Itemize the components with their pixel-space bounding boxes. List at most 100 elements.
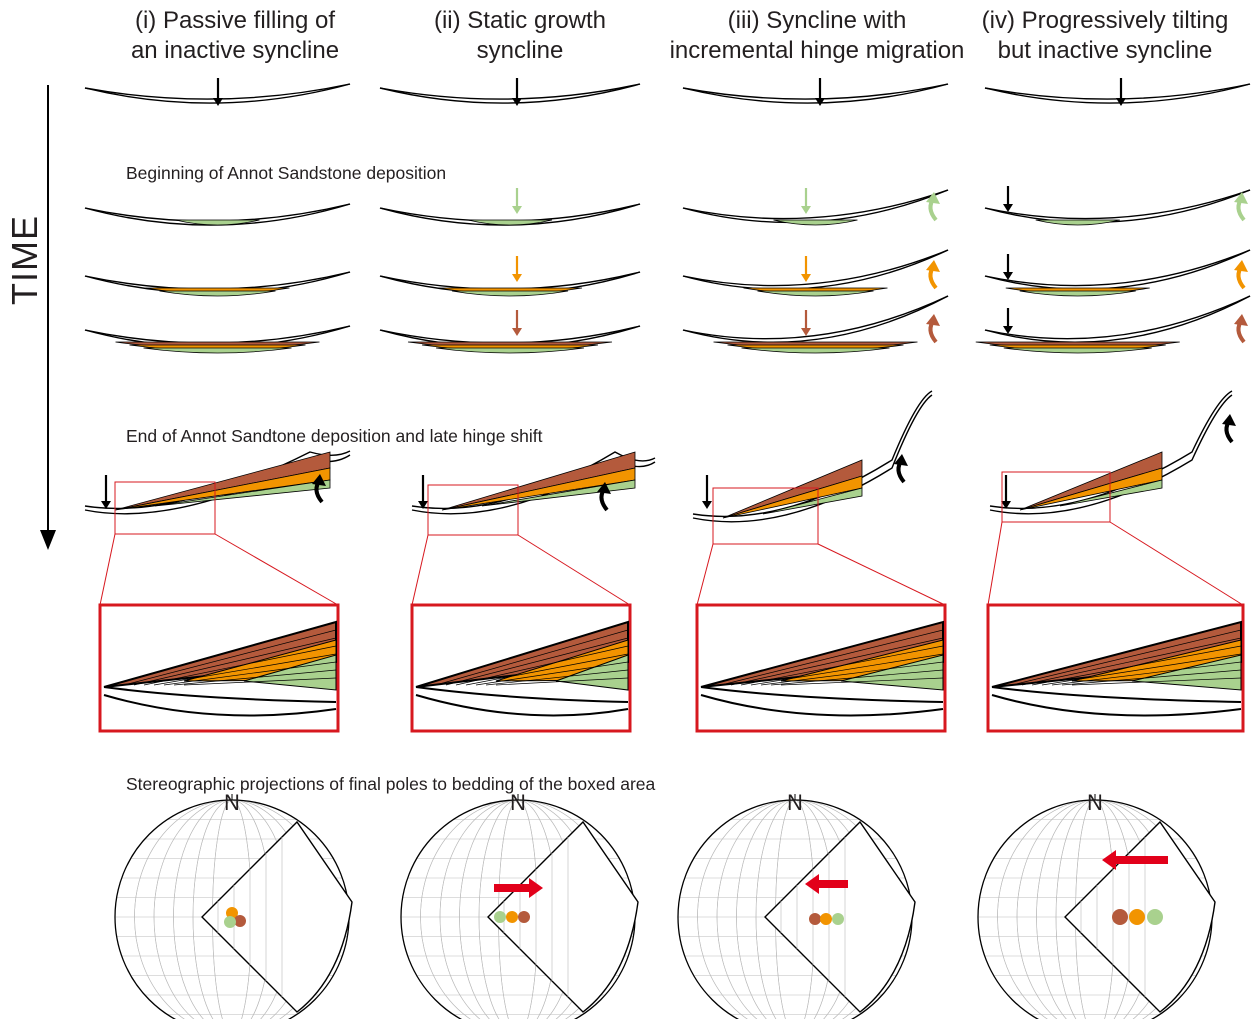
stage-3-col-3-layer-1 <box>741 347 890 354</box>
zoom-panel-1-base <box>103 686 337 703</box>
stage-3-col-4-arrow-head <box>1003 326 1013 334</box>
stereonet-panels <box>114 794 1216 1019</box>
zoom-panel-1-bed-3 <box>143 645 337 686</box>
initial-syncline-3-line-upper <box>682 83 949 100</box>
initial-syncline-2-line-lower <box>379 83 641 104</box>
stereonet-4-pole-1 <box>1112 909 1128 925</box>
stereonet-4-shift-arrow-head <box>1102 850 1116 870</box>
stage-1-col-2 <box>379 188 641 226</box>
column-title-i-line2: an inactive syncline <box>130 37 340 64</box>
stage-3-col-2 <box>379 310 641 354</box>
final-section-4-arrow-head <box>1001 501 1011 509</box>
cross-section-panels <box>84 78 1251 733</box>
stage-1-col-4-syncline-upper <box>984 189 1251 220</box>
stage-3-col-4-syncline-lower <box>984 295 1251 343</box>
stage-label-beginning: Beginning of Annot Sandstone deposition <box>126 163 447 183</box>
stereonet-2-shift-arrow-head <box>529 878 543 898</box>
zoom-panel-3-base <box>700 686 944 703</box>
stereonet-3 <box>677 794 916 1019</box>
stage-2-col-3-layer-1 <box>757 290 874 297</box>
stage-3-col-4-rotation-arrow-head <box>1234 314 1248 326</box>
zoom-panel-4-bed-5 <box>1051 661 1242 686</box>
stage-3-col-1-layer-1 <box>143 347 292 354</box>
zoom-line-right-2 <box>517 534 631 606</box>
zoom-panel-4-bed-6 <box>1061 669 1242 686</box>
zoom-line-right-1 <box>214 533 339 606</box>
stage-1-col-2-syncline-upper <box>379 203 641 222</box>
zoom-panel-4-lower-base <box>991 694 1242 717</box>
zoom-box-4 <box>1001 471 1111 523</box>
column-title-iv: (iv) Progressively tilting but inactive … <box>955 6 1255 66</box>
stage-label-stereo: Stereographic projections of final poles… <box>126 774 656 794</box>
initial-syncline-4 <box>984 78 1251 106</box>
stage-2-col-2 <box>379 256 641 297</box>
zoom-panel-2-lower-base <box>415 694 629 717</box>
final-section-3 <box>692 390 946 606</box>
stage-3-col-4-syncline-upper <box>984 295 1251 340</box>
stereonet-4-pole-3 <box>1147 909 1163 925</box>
final-section-1-arrow-head <box>101 501 111 509</box>
zoom-panel-1-bed-6 <box>173 669 337 686</box>
zoom-panel-2-base <box>415 686 629 703</box>
initial-syncline-4-line-lower <box>984 83 1251 104</box>
stage-1-col-4 <box>984 186 1251 226</box>
stage-3-col-3-syncline-lower <box>682 295 949 343</box>
zoom-line-left-2 <box>411 534 429 606</box>
stereonet-1-pole-1 <box>226 907 238 919</box>
stereonet-3-pole-1 <box>809 913 821 925</box>
subsidence-arrow-4-head <box>1116 98 1126 106</box>
stage-2-col-4-syncline-lower <box>984 249 1251 290</box>
stage-1-col-2-arrow-head <box>512 206 522 214</box>
stage-3-col-4 <box>975 295 1251 354</box>
stage-2-col-3-syncline-lower <box>682 249 949 290</box>
final-section-2-rotation-arrow-head <box>597 482 611 494</box>
zoom-box-2 <box>427 484 519 536</box>
stage-3-col-1 <box>84 325 351 354</box>
zoom-panel-4-bed-7 <box>1071 677 1242 686</box>
final-section-4-rotation-arrow-head <box>1222 414 1236 426</box>
stage-2-col-3-syncline-upper <box>682 249 949 287</box>
stage-3-col-2-arrow-head <box>512 328 522 336</box>
stage-2-col-1-layer-1 <box>159 290 276 297</box>
column-title-iii-line2: incremental hinge migration <box>669 37 965 64</box>
final-section-1-orange <box>114 467 331 511</box>
north-labels: N N N N <box>224 790 1103 815</box>
stereonet-2-wedge <box>487 820 639 1013</box>
zoom-line-left-3 <box>696 543 714 606</box>
zoom-panel-1-bed-5 <box>163 661 337 686</box>
stage-1-col-4-syncline-lower <box>984 189 1251 224</box>
stage-2-col-4-layer-1 <box>1019 290 1136 297</box>
zoom-panel-4-bed-4 <box>1041 653 1242 686</box>
stereonet-2-pole-3 <box>518 911 530 923</box>
stage-3-col-3-arrow-head <box>801 328 811 336</box>
stage-2-col-4-arrow-head <box>1003 272 1013 280</box>
stage-1-col-1-syncline-upper <box>84 203 351 222</box>
stage-2-col-2-layer-1 <box>451 290 569 297</box>
stage-3-col-1-syncline-upper <box>84 325 351 344</box>
stage-3-col-3-rotation-arrow-head <box>926 314 940 326</box>
stereonet-2 <box>400 794 639 1019</box>
zoom-panel-4-bed-1 <box>1011 629 1242 686</box>
final-section-3-green <box>762 487 863 515</box>
zoom-panel-1 <box>98 603 340 733</box>
column-title-i-line1: (i) Passive filling of <box>134 7 336 34</box>
north-label-2: N <box>510 790 526 815</box>
north-label-1: N <box>224 790 240 815</box>
column-title-iv-line1: (iv) Progressively tilting <box>981 7 1229 34</box>
stage-3-col-2-syncline-upper <box>379 325 641 344</box>
stage-2-col-2-syncline-upper <box>379 271 641 290</box>
stage-2-col-3-arrow-head <box>801 274 811 282</box>
stage-1-col-4-rotation-arrow-head <box>1234 192 1248 204</box>
subsidence-arrow-3-head <box>815 98 825 106</box>
initial-syncline-2 <box>379 78 641 106</box>
stage-label-end: End of Annot Sandtone deposition and lat… <box>126 426 543 446</box>
stereonet-3-pole-2 <box>820 913 832 925</box>
stage-1-col-2-layer-1 <box>467 219 553 226</box>
zoom-panel-3 <box>695 603 947 733</box>
zoom-line-right-3 <box>817 543 946 606</box>
stage-3-col-3-syncline-upper <box>682 295 949 340</box>
stereonet-4-pole-2 <box>1129 909 1145 925</box>
stage-1-col-3-rotation-arrow-head <box>926 192 940 204</box>
final-section-1-rotation-arrow-head <box>312 474 326 486</box>
